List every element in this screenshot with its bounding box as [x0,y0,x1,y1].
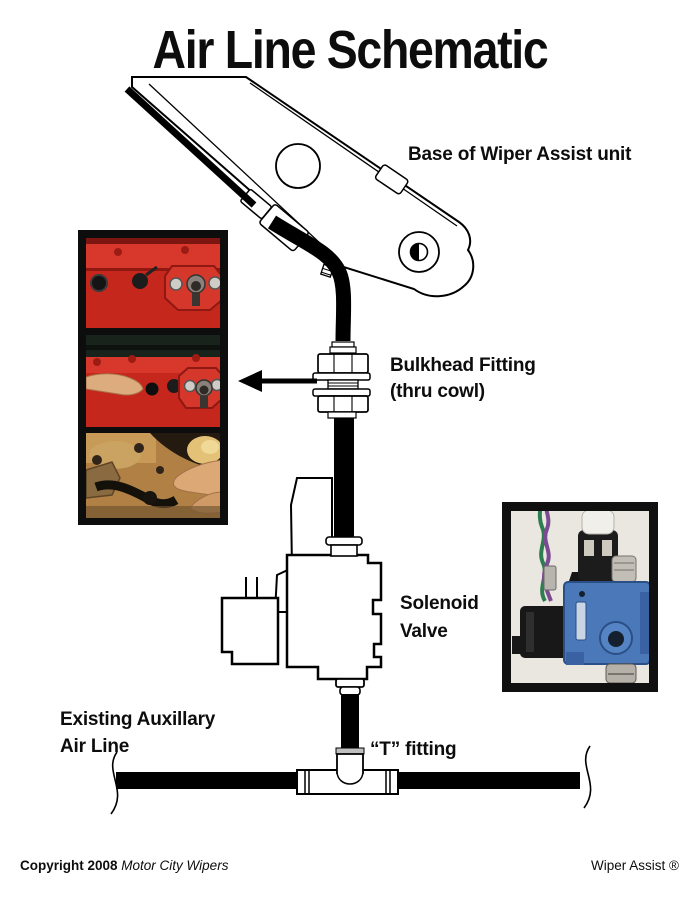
underdash-photo-hose [86,433,220,518]
air-hose-upper [124,86,352,342]
aux-air-line-left [116,772,297,789]
solenoid-valve-drawing [220,477,383,696]
cowl-photo-grommets [86,238,220,328]
air-hose-lower [341,694,359,748]
label-bulkhead-fitting: Bulkhead Fitting (thru cowl) [390,353,536,405]
arm-tab [374,164,409,195]
company-name: Motor City Wipers [121,858,229,873]
arrow-left-icon [238,370,317,392]
cowl-photo-finger [86,335,220,427]
label-base-of-unit: Base of Wiper Assist unit [408,144,632,165]
label-solenoid-line1: Solenoid [400,593,479,614]
label-existing-aux-line: Existing Auxillary Air Line [60,706,215,760]
label-solenoid-valve: Solenoid Valve [400,590,479,646]
label-bulkhead-line1: Bulkhead Fitting [390,355,536,376]
bulkhead-fitting-drawing [312,341,371,419]
aux-air-line-right [398,772,580,789]
solenoid-valve-photo [502,502,658,692]
label-bulkhead-line2: (thru cowl) [390,381,485,402]
break-mark-left [110,751,119,815]
page-title: Air Line Schematic [152,20,549,80]
installation-photo-strip [78,230,228,525]
label-aux-line1: Existing Auxillary [60,709,216,730]
label-aux-line2: Air Line [60,736,130,757]
copyright-text: Copyright 2008 [20,858,118,873]
air-hose-middle [334,418,354,537]
label-solenoid-line2: Valve [400,621,448,642]
brand-text: Wiper Assist ® [591,858,679,873]
break-mark-right [583,745,592,809]
label-t-fitting: “T” fitting [370,739,457,760]
t-fitting-drawing [110,745,592,815]
copyright-line: Copyright 2008 Motor City Wipers [20,858,228,874]
arm-pivot-hole [275,143,321,189]
